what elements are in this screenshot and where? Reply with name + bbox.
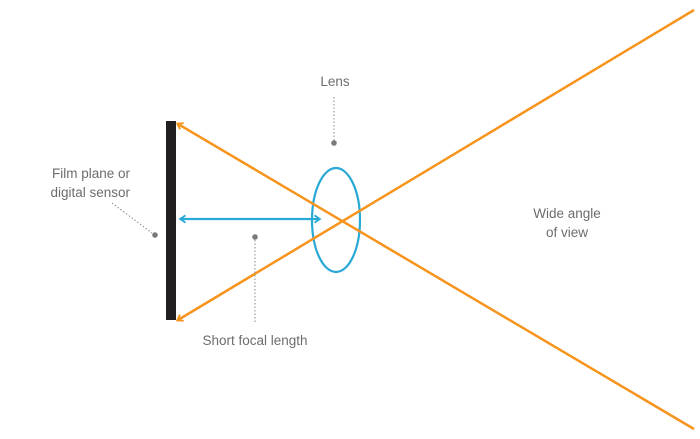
view-angle-label-line-1: Wide angle — [533, 206, 601, 221]
lens-shape — [310, 166, 362, 274]
focal-leader — [252, 234, 258, 324]
focal-length-label: Short focal length — [202, 333, 307, 348]
light-ray-lower — [175, 122, 695, 431]
light-ray-upper — [175, 8, 695, 322]
sensor-leader — [111, 202, 158, 238]
lens-leader — [331, 97, 337, 146]
sensor-bar — [166, 121, 176, 320]
sensor-label-line-2: digital sensor — [50, 185, 130, 200]
lens-label: Lens — [320, 74, 350, 89]
view-angle-label-line-2: of view — [546, 225, 588, 240]
sensor-label-line-1: Film plane or — [52, 166, 131, 181]
